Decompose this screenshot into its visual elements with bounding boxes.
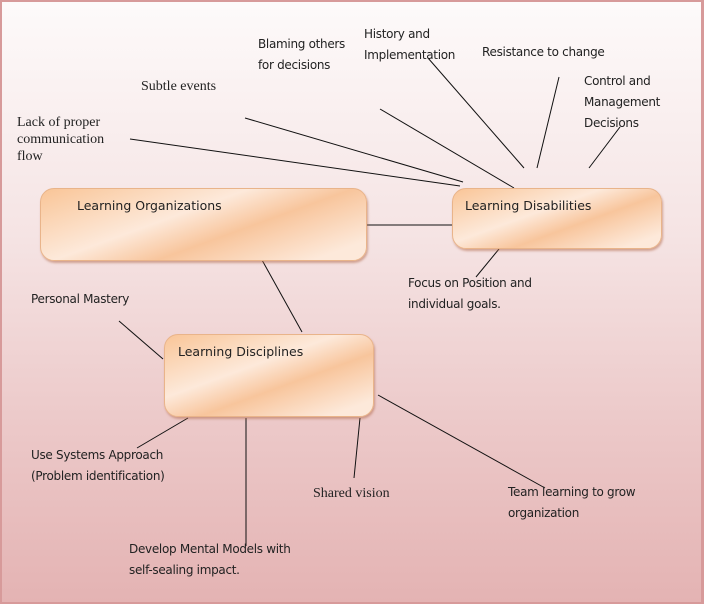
link-personal-mastery bbox=[118, 320, 164, 360]
node-learning-disabilities[interactable]: Learning Disabilities bbox=[452, 188, 662, 249]
node-learning-organizations[interactable]: Learning Organizations bbox=[40, 188, 367, 261]
node-label: Learning Organizations bbox=[77, 198, 222, 213]
label-line: self-sealing impact. bbox=[129, 563, 240, 577]
node-label: Learning Disabilities bbox=[465, 198, 592, 213]
label-focus: Focus on Position and individual goals. bbox=[408, 273, 532, 315]
label-line: for decisions bbox=[258, 58, 331, 72]
label-line: Shared vision bbox=[313, 486, 390, 501]
label-line: Management bbox=[584, 95, 661, 109]
label-line: Blaming others bbox=[258, 37, 346, 51]
link-resistance bbox=[536, 76, 560, 169]
label-history: History and Implementation bbox=[364, 24, 455, 66]
label-resistance: Resistance to change bbox=[482, 42, 605, 63]
label-line: Focus on Position and bbox=[408, 276, 532, 290]
link-subtle-events bbox=[244, 117, 464, 183]
link-blaming-others bbox=[379, 108, 515, 189]
link-focus bbox=[475, 248, 500, 278]
label-line: Implementation bbox=[364, 48, 456, 62]
label-line: organization bbox=[508, 506, 580, 520]
label-line: Control and bbox=[584, 74, 651, 88]
label-shared-vision: Shared vision bbox=[313, 485, 390, 502]
label-blaming-others: Blaming others for decisions bbox=[258, 34, 345, 76]
label-lack-of-communication: Lack of proper communication flow bbox=[17, 114, 104, 165]
link-history bbox=[427, 57, 525, 169]
link-control bbox=[588, 126, 621, 169]
label-line: Personal Mastery bbox=[31, 292, 130, 306]
link-orgs-disciplines bbox=[261, 259, 303, 333]
label-team-learning: Team learning to grow organization bbox=[508, 482, 636, 524]
label-control: Control and Management Decisions bbox=[584, 71, 660, 134]
node-label: Learning Disciplines bbox=[178, 344, 304, 359]
label-personal-mastery: Personal Mastery bbox=[31, 289, 129, 310]
label-mental-models: Develop Mental Models with self-sealing … bbox=[129, 539, 291, 581]
label-line: History and bbox=[364, 27, 430, 41]
label-line: Decisions bbox=[584, 116, 639, 130]
label-systems-approach: Use Systems Approach (Problem identifica… bbox=[31, 445, 165, 487]
label-line: flow bbox=[17, 149, 43, 164]
link-shared-vision bbox=[353, 417, 361, 479]
label-line: Team learning to grow bbox=[508, 485, 636, 499]
label-line: Develop Mental Models with bbox=[129, 542, 291, 556]
label-line: Lack of proper bbox=[17, 115, 101, 130]
label-line: individual goals. bbox=[408, 297, 501, 311]
label-subtle-events: Subtle events bbox=[141, 78, 216, 95]
link-team-learning bbox=[377, 394, 546, 489]
label-line: Use Systems Approach bbox=[31, 448, 164, 462]
node-learning-disciplines[interactable]: Learning Disciplines bbox=[164, 334, 374, 417]
link-systems-approach bbox=[136, 417, 189, 449]
label-line: Subtle events bbox=[141, 79, 217, 94]
link-lack-communication bbox=[129, 138, 461, 187]
label-line: Resistance to change bbox=[482, 45, 605, 59]
label-line: (Problem identification) bbox=[31, 469, 165, 483]
label-line: communication bbox=[17, 132, 105, 147]
